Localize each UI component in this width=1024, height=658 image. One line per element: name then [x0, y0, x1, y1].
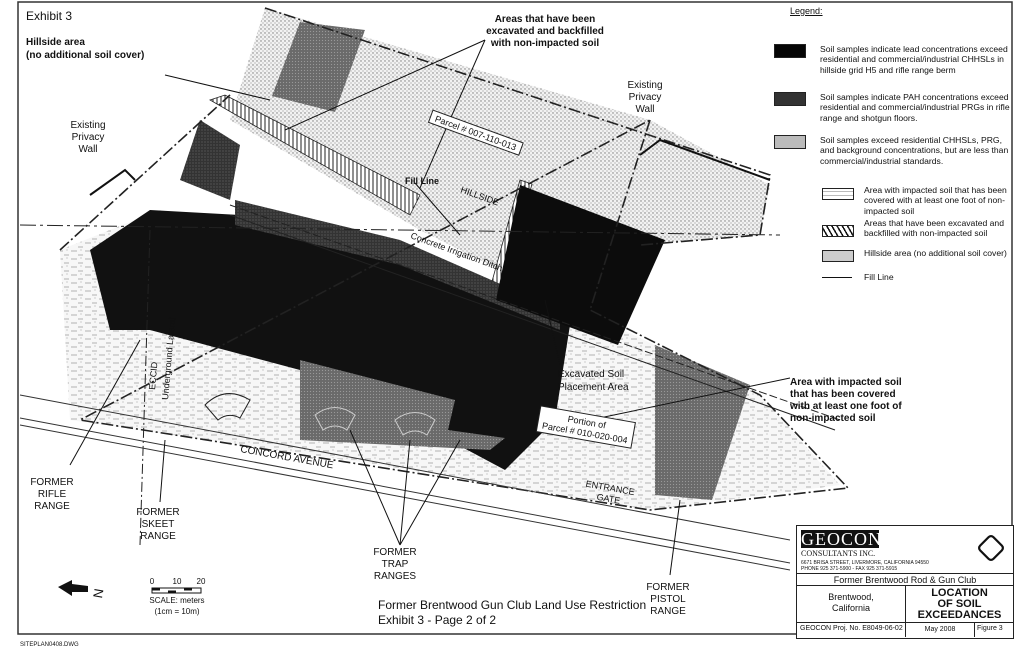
privacy-wall — [89, 168, 136, 196]
label-ecccid: ECCID — [147, 361, 159, 390]
svg-text:excavated and backfilled: excavated and backfilled — [486, 26, 604, 37]
svg-text:non-impacted soil: non-impacted soil — [790, 413, 876, 424]
excavated-area — [209, 94, 421, 216]
site-boundary — [59, 7, 850, 511]
legend-swatch-covered — [822, 188, 854, 200]
caption-line-2: Exhibit 3 - Page 2 of 2 — [378, 613, 496, 627]
legend-item-residential: Soil samples exceed residential CHHSLs, … — [820, 135, 1009, 166]
caption-line-1: Former Brentwood Gun Club Land Use Restr… — [378, 598, 646, 612]
lateral-line — [139, 229, 151, 546]
company-sub: CONSULTANTS INC. — [801, 549, 876, 558]
svg-text:Excavated Soil: Excavated Soil — [558, 369, 624, 380]
scale-bar: 0 10 20 SCALE: meters (1cm = 10m) — [149, 577, 206, 616]
svg-text:Privacy: Privacy — [629, 92, 662, 103]
privacy-wall — [639, 138, 771, 181]
svg-text:with at least one foot of: with at least one foot of — [789, 401, 902, 412]
sheet-border — [17, 1, 1013, 635]
svg-text:Areas that have been: Areas that have been — [495, 14, 596, 25]
title-block: GEOCON CONSULTANTS INC. 6671 BRISA STREE… — [796, 525, 1014, 639]
company-logo: GEOCON — [801, 529, 882, 549]
dash-dot-line — [19, 224, 781, 236]
pah-area — [235, 200, 560, 330]
legend-title: Legend: — [790, 6, 823, 16]
svg-text:PISTOL: PISTOL — [650, 594, 686, 605]
north-arrow-icon: N — [58, 580, 106, 599]
svg-text:FORMER: FORMER — [30, 477, 73, 488]
pah-area — [272, 22, 365, 112]
svg-text:0: 0 — [150, 577, 155, 586]
hillside-area — [230, 8, 770, 290]
svg-text:SCALE: meters: SCALE: meters — [149, 596, 204, 605]
svg-text:Area with impacted soil: Area with impacted soil — [790, 377, 902, 388]
svg-text:RANGE: RANGE — [140, 531, 176, 542]
svg-text:that has been covered: that has been covered — [790, 389, 896, 400]
svg-text:RIFLE: RIFLE — [38, 489, 67, 500]
svg-text:Wall: Wall — [635, 104, 654, 115]
project-location: Brentwood,California — [828, 592, 874, 613]
geocon-logo-icon — [976, 533, 1006, 563]
exhibit-label: Exhibit 3 — [26, 9, 72, 23]
legend-item-covered: Area with impacted soil that has been co… — [864, 185, 1007, 216]
legend-item-excavated: Areas that have been excavated and backf… — [864, 218, 1004, 239]
svg-text:Wall: Wall — [78, 144, 97, 155]
legend-item-lead: Soil samples indicate lead concentration… — [820, 44, 1008, 75]
legend-swatch-hillside — [822, 250, 854, 262]
svg-text:(1cm = 10m): (1cm = 10m) — [154, 607, 199, 616]
legend-item-hillside: Hillside area (no additional soil cover) — [864, 248, 1007, 258]
project-name: Former Brentwood Rod & Gun Club — [797, 573, 1013, 586]
svg-text:Placement Area: Placement Area — [558, 382, 629, 393]
svg-text:RANGES: RANGES — [374, 571, 417, 582]
legend-swatch-residential — [774, 135, 806, 149]
svg-text:FORMER: FORMER — [646, 582, 689, 593]
svg-text:10: 10 — [173, 577, 182, 586]
drawing-date: May 2008 — [905, 622, 975, 637]
svg-text:with non-impacted soil: with non-impacted soil — [490, 38, 600, 49]
svg-text:Existing: Existing — [627, 80, 662, 91]
svg-text:FORMER: FORMER — [373, 547, 416, 558]
company-phone: PHONE 925 371-5900 - FAX 925 371-5915 — [801, 566, 898, 572]
svg-text:Existing: Existing — [70, 120, 105, 131]
svg-text:20: 20 — [197, 577, 206, 586]
svg-text:RANGE: RANGE — [34, 501, 70, 512]
legend-swatch-excavated — [822, 225, 854, 237]
svg-text:Privacy: Privacy — [72, 132, 105, 143]
legend-item-pah: Soil samples indicate PAH concentrations… — [820, 92, 1010, 123]
file-name: SITEPLAN0408.DWG — [20, 642, 79, 648]
pah-area — [655, 345, 750, 500]
svg-text:N: N — [90, 587, 106, 599]
pah-area — [180, 120, 240, 200]
leader-lines — [69, 39, 791, 576]
svg-text:SKEET: SKEET — [142, 519, 175, 530]
trap-field — [314, 407, 436, 436]
svg-text:GATE: GATE — [596, 492, 621, 506]
svg-text:TRAP: TRAP — [382, 559, 409, 570]
label-hillside-area: Hillside area — [26, 37, 85, 48]
label-hillside-area-sub: (no additional soil cover) — [26, 50, 144, 61]
figure-number: Figure 3 — [977, 625, 1003, 632]
label-fill-line: Fill Line — [405, 176, 439, 186]
project-number: GEOCON Proj. No. E8049-06-02 — [800, 625, 903, 632]
legend-swatch-fill-line — [822, 277, 852, 278]
irrigation-ditch — [229, 214, 836, 431]
pah-area — [300, 360, 505, 450]
irrigation-ditch — [229, 204, 841, 421]
svg-text:RANGE: RANGE — [650, 606, 686, 617]
svg-text:FORMER: FORMER — [136, 507, 179, 518]
lead-area — [496, 185, 665, 345]
company-address: 6671 BRISA STREET, LIVERMORE, CALIFORNIA… — [801, 560, 929, 566]
legend-swatch-pah — [774, 92, 806, 106]
skeet-field — [204, 393, 251, 421]
legend-item-fill-line: Fill Line — [864, 272, 894, 282]
legend-swatch-lead — [774, 44, 806, 58]
